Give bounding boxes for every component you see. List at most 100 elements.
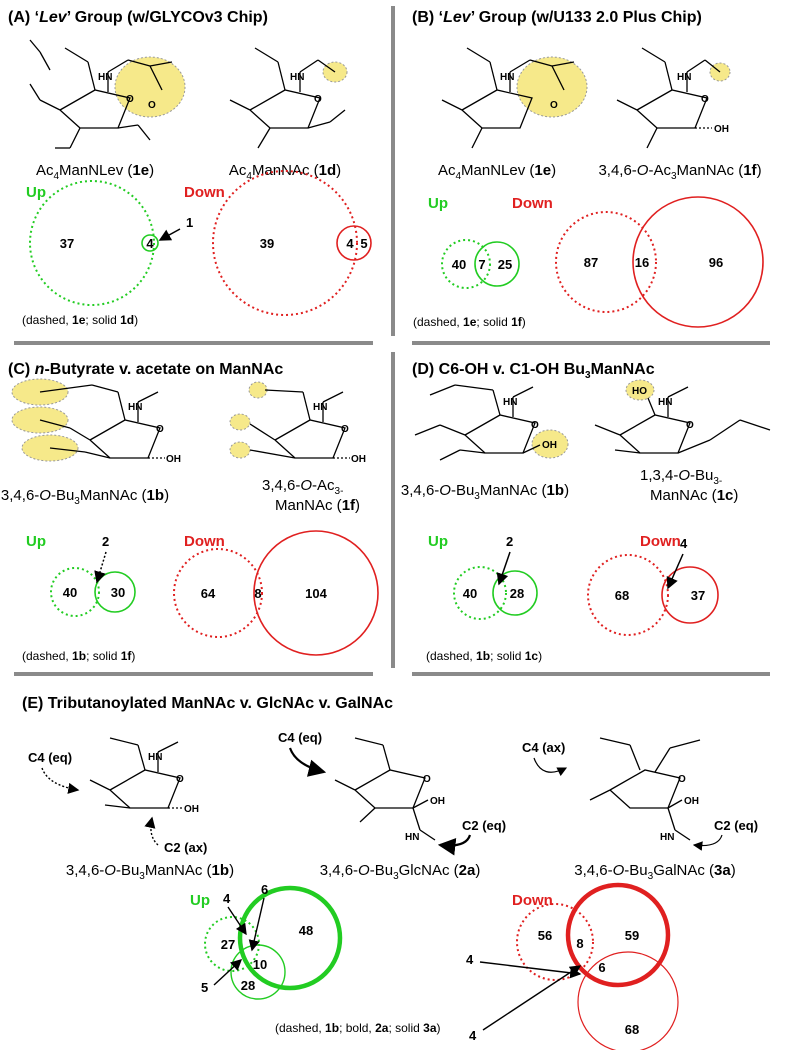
- svg-text:O: O: [156, 424, 164, 435]
- venn-a-up-arrow: [158, 228, 181, 241]
- panel-d: (D) C6-OH v. C1-OH Bu3ManNAc HN O OH 3,4…: [401, 361, 771, 663]
- panel-d-title: (D) C6-OH v. C1-OH Bu3ManNAc: [412, 361, 655, 381]
- structure-ac4mannac-a: HN O: [229, 47, 348, 149]
- svg-text:OH: OH: [714, 124, 729, 135]
- venn-e-down-dashed-bold: 8: [576, 936, 583, 951]
- svg-text:O: O: [531, 420, 539, 431]
- down-label-b: Down: [512, 195, 553, 212]
- venn-d-up-solid: [492, 570, 538, 616]
- venn-a-down-solid: [336, 225, 372, 261]
- svg-text:O: O: [701, 94, 709, 105]
- venn-b-up-overlap: 7: [478, 257, 485, 272]
- structure-ac3mannac-b: HN O OH: [616, 47, 731, 149]
- venn-e-up-arrow-b: [248, 897, 265, 952]
- svg-text:O: O: [148, 100, 156, 111]
- svg-text:HN: HN: [658, 397, 672, 408]
- venn-d-up-left-only: 40: [463, 586, 477, 601]
- structure-bu3galnac-e: O OH HN: [589, 737, 701, 843]
- venn-a-up-dashed: [29, 180, 155, 306]
- arrow-c4-eq-2a: [288, 747, 327, 777]
- venn-e-down-bold: [565, 882, 671, 988]
- annot-c4-ax-3a: C4 (ax): [522, 740, 565, 755]
- venn-b-down-solid: [632, 196, 764, 328]
- structure-ac4mannlev-b: HN O: [441, 47, 588, 149]
- svg-text:HN: HN: [98, 72, 112, 83]
- down-label-a: Down: [184, 184, 225, 201]
- compound-label-1d-a: Ac4ManNAc (1d): [229, 162, 341, 182]
- arrow-c4-eq-1b: [41, 767, 80, 794]
- venn-b-down-dashed: [555, 211, 657, 313]
- venn-b-up-right-only: 25: [498, 257, 512, 272]
- panel-a: (A) ‘Lev’ Group (w/GLYCOv3 Chip) HN O O …: [8, 9, 372, 327]
- compound-label-3a-e: 3,4,6-O-Bu3GalNAc (3a): [574, 862, 735, 882]
- up-label-c: Up: [26, 533, 46, 550]
- venn-d-down-dashed: [587, 554, 669, 636]
- venn-c-up-left-only: 40: [63, 585, 77, 600]
- venn-c-down-left-only: 64: [201, 586, 216, 601]
- lev-highlight: [114, 56, 186, 118]
- structure-ac4mannlev-a: HN O O: [29, 39, 186, 149]
- venn-a-up-arrow-label: 1: [186, 215, 193, 230]
- annot-c2-eq-3a: C2 (eq): [714, 818, 758, 833]
- venn-c-down-overlap: 8: [254, 586, 261, 601]
- venn-e-down-dashed-only: 56: [538, 928, 552, 943]
- up-label-a: Up: [26, 184, 46, 201]
- venn-e-up-solid-only: 28: [241, 978, 255, 993]
- structure-bu3mannac-1c-d: HO HN O: [594, 379, 771, 454]
- compound-label-1c-d-line1: 1,3,4-O-Bu3-: [640, 467, 722, 487]
- arrow-c2-eq-3a: [692, 834, 723, 851]
- legend-note-d: (dashed, 1b; solid 1c): [426, 649, 542, 663]
- legend-note-e: (dashed, 1b; bold, 2a; solid 3a): [275, 1021, 441, 1035]
- venn-e-up-bold-only: 48: [299, 923, 313, 938]
- svg-text:O: O: [686, 420, 694, 431]
- annot-c2-eq-2a: C2 (eq): [462, 818, 506, 833]
- venn-b-down-left-only: 87: [584, 255, 598, 270]
- venn-e-down-solid: [577, 951, 679, 1050]
- svg-text:HN: HN: [503, 397, 517, 408]
- venn-e-up-arrow-c-label: 5: [201, 980, 208, 995]
- down-label-d: Down: [640, 533, 681, 550]
- down-label-e: Down: [512, 892, 553, 909]
- compound-label-1f-b: 3,4,6-O-Ac3ManNAc (1f): [598, 162, 761, 182]
- venn-c-up-dashed: [50, 567, 100, 617]
- svg-text:O: O: [176, 774, 184, 785]
- venn-e-down-arrow-b-label: 4: [469, 1028, 477, 1043]
- panel-e-title: (E) Tributanoylated ManNAc v. GlcNAc v. …: [22, 695, 393, 712]
- venn-b-down-right-only: 96: [709, 255, 723, 270]
- down-label-c: Down: [184, 533, 225, 550]
- venn-a-down-right-only: 5: [360, 236, 367, 251]
- svg-text:O: O: [678, 774, 686, 785]
- venn-e-up-solid: [230, 944, 286, 1000]
- venn-c-up-arrow-label: 2: [102, 534, 109, 549]
- venn-e-down-arrow-a-label: 4: [466, 952, 474, 967]
- venn-d-down-solid: [661, 566, 719, 624]
- venn-c-up-arrow: [94, 551, 107, 584]
- svg-text:OH: OH: [184, 804, 199, 815]
- venn-e-down-arrow-a: [479, 961, 582, 979]
- compound-label-1f-c-line1: 3,4,6-O-Ac3-: [262, 477, 343, 497]
- venn-e-down-bold-only: 59: [625, 928, 639, 943]
- svg-text:OH: OH: [684, 796, 699, 807]
- legend-note-c: (dashed, 1b; solid 1f): [22, 649, 135, 663]
- venn-c-down-dashed: [173, 548, 263, 638]
- venn-c-up-right-only: 30: [111, 585, 125, 600]
- venn-e-down-arrow-b: [482, 965, 582, 1031]
- venn-e-up-arrow-a-label: 4: [223, 891, 231, 906]
- arrow-c2-ax-1b: [144, 816, 159, 846]
- compound-label-1b-d: 3,4,6-O-Bu3ManNAc (1b): [401, 482, 569, 502]
- compound-label-1e-a: Ac4ManNLev (1e): [36, 162, 154, 182]
- venn-c-down-right-only: 104: [305, 586, 327, 601]
- svg-text:HN: HN: [313, 402, 327, 413]
- compound-label-1e-b: Ac4ManNLev (1e): [438, 162, 556, 182]
- venn-a-down-dashed: [212, 170, 358, 316]
- annot-c4-eq-1b: C4 (eq): [28, 750, 72, 765]
- svg-text:OH: OH: [542, 440, 557, 451]
- svg-text:HN: HN: [148, 752, 162, 763]
- panel-b-title: (B) ‘Lev’ Group (w/U133 2.0 Plus Chip): [412, 9, 702, 26]
- venn-d-down-left-only: 68: [615, 588, 629, 603]
- venn-c-down-solid: [253, 530, 379, 656]
- venn-e-up-dashed-only: 27: [221, 937, 235, 952]
- compound-label-2a-e: 3,4,6-O-Bu3GlcNAc (2a): [320, 862, 481, 882]
- panel-c: (C) n-Butyrate v. acetate on ManNAc HN O…: [1, 361, 379, 663]
